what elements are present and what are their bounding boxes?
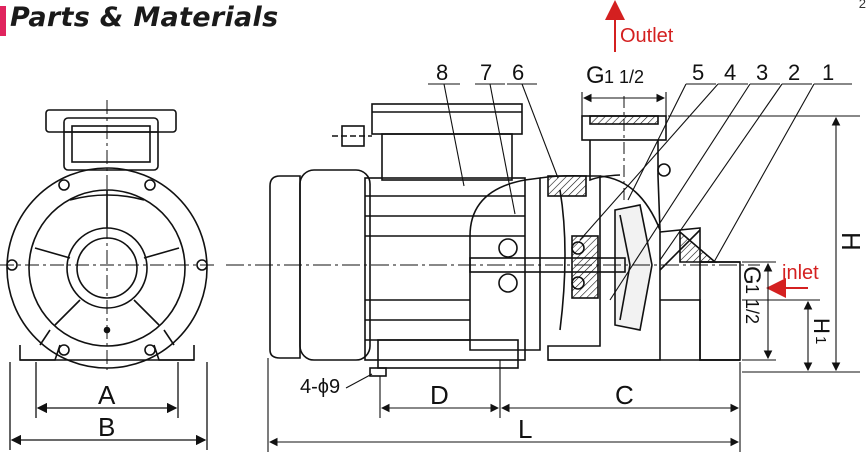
side-dimensions <box>267 358 741 452</box>
dimension-h1-sub: 1 <box>812 336 829 344</box>
part-number-2: 2 <box>788 60 800 85</box>
part-number-8: 8 <box>436 60 448 85</box>
side-view <box>269 103 741 377</box>
dimension-a-label: A <box>98 380 116 410</box>
dimension-l-label: L <box>518 414 532 444</box>
part-number-7: 7 <box>480 60 492 85</box>
part-number-1: 1 <box>822 60 834 85</box>
inlet-thread-size: 1 1/2 <box>742 284 762 324</box>
title-accent-bar <box>0 6 6 36</box>
dimension-h1-label: H <box>809 318 834 334</box>
page-number: 2 <box>858 0 866 11</box>
outlet-thread-g: G <box>586 62 605 89</box>
inlet-label: inlet <box>782 262 819 284</box>
dimension-h-label: H <box>836 232 866 251</box>
mount-holes-label: 4-ϕ9 <box>300 376 340 398</box>
dimension-b-label: B <box>98 412 115 442</box>
part-leader-lines <box>428 83 852 301</box>
part-number-5: 5 <box>692 60 704 85</box>
part-number-3: 3 <box>756 60 768 85</box>
dimension-c-label: C <box>615 380 634 410</box>
dimension-d-label: D <box>430 380 449 410</box>
part-number-4: 4 <box>724 60 736 85</box>
part-number-6: 6 <box>512 60 524 85</box>
inlet-thread-g: G <box>738 266 765 285</box>
outlet-label: Outlet <box>620 25 674 47</box>
front-dimensions <box>9 362 208 450</box>
outlet-thread-size: 1 1/2 <box>604 67 644 87</box>
page-title: Parts & Materials <box>10 2 279 33</box>
height-dimensions <box>668 115 860 373</box>
